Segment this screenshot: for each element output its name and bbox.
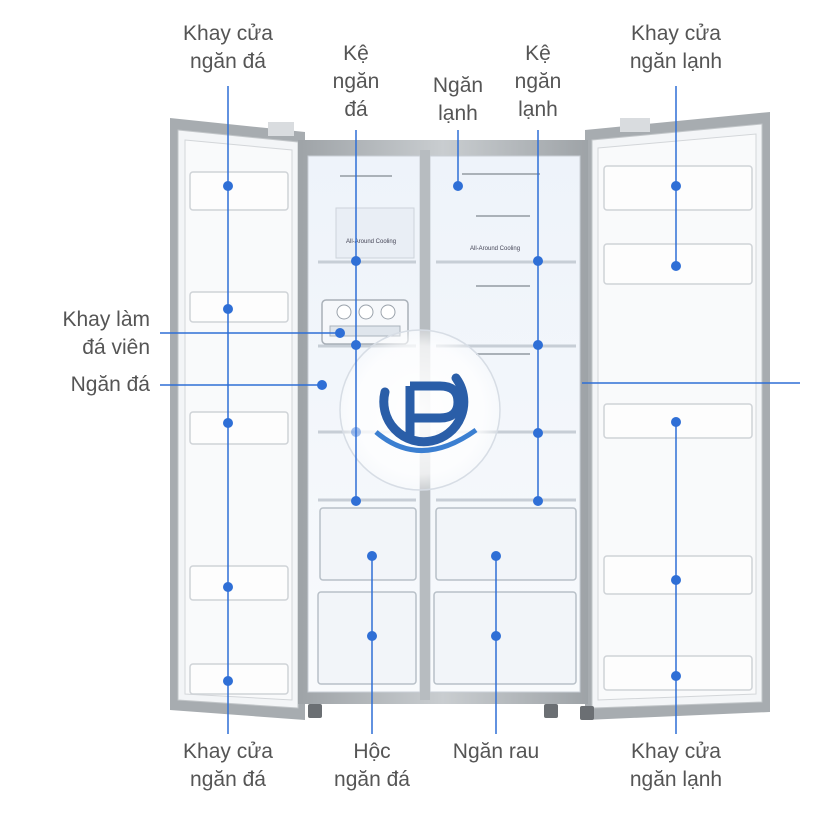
pointer-dot	[317, 380, 327, 390]
pointer-dot	[533, 256, 543, 266]
pointer-dot	[367, 551, 377, 561]
fridge-shelf-badge: All-Around Cooling	[470, 246, 520, 252]
pointer-dot	[453, 181, 463, 191]
gp-logo-icon	[339, 329, 501, 491]
pointer-dot	[351, 256, 361, 266]
pointer-dot	[671, 417, 681, 427]
pointer-dot	[671, 181, 681, 191]
freezer-door	[170, 118, 305, 720]
pointer-dot	[351, 427, 361, 437]
freezer-shelf-badge: All-Around Cooling	[346, 239, 396, 245]
label-ice-maker-tray: Khay làm đá viên	[62, 308, 150, 359]
pointer-dot	[351, 340, 361, 350]
pointer-dot	[367, 631, 377, 641]
label-freezer-compartment: Ngăn đá	[70, 373, 150, 396]
pointer-dot	[223, 418, 233, 428]
pointer-dot	[223, 676, 233, 686]
pointer-dot	[335, 328, 345, 338]
pointer-dot	[223, 181, 233, 191]
pointer-dot	[223, 304, 233, 314]
fridge-door	[585, 112, 770, 720]
pointer-dot	[533, 428, 543, 438]
pointer-dot	[351, 496, 361, 506]
pointer-dot	[671, 261, 681, 271]
pointer-dot	[491, 631, 501, 641]
label-freezer-shelf: Kệ ngăn đá	[332, 42, 380, 121]
label-vegetable-drawer: Ngăn rau	[452, 740, 540, 763]
pointer-dot	[671, 575, 681, 585]
label-fridge-compartment: Ngăn lạnh	[432, 74, 484, 125]
label-freezer-drawer: Hộc ngăn đá	[334, 740, 410, 791]
label-fridge-door-tray-bottom: Khay cửa ngăn lạnh	[629, 740, 723, 791]
pointer-lines	[160, 86, 800, 734]
pointer-dot	[671, 671, 681, 681]
label-freezer-door-tray-top: Khay cửa ngăn đá	[183, 22, 273, 73]
pointer-dot	[533, 340, 543, 350]
pointer-dot	[223, 582, 233, 592]
label-freezer-door-tray-bottom: Khay cửa ngăn đá	[183, 740, 273, 791]
pointer-dot	[533, 496, 543, 506]
label-fridge-shelf: Kệ ngăn lạnh	[514, 42, 562, 121]
label-fridge-door-tray-top: Khay cửa ngăn lạnh	[629, 22, 723, 73]
pointer-dot	[491, 551, 501, 561]
